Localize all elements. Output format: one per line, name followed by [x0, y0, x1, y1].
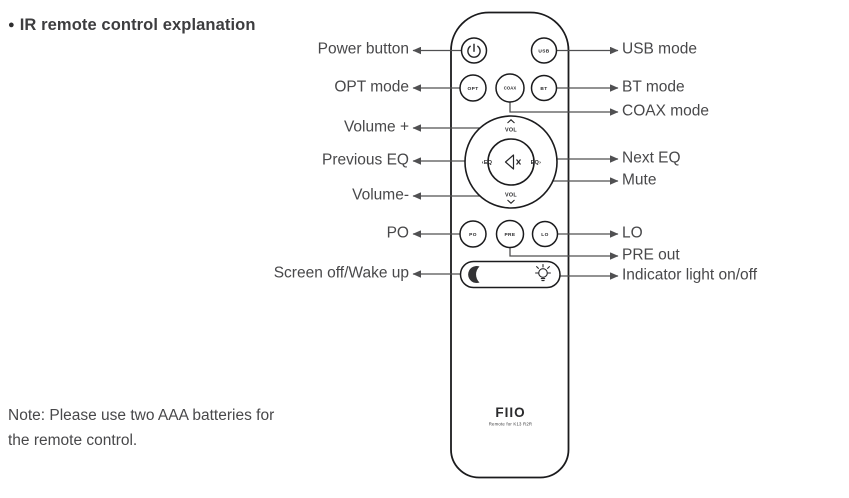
coax-button: [495, 73, 525, 103]
brand-logo: FIIO: [495, 405, 525, 420]
callout-volume-up: Volume +: [343, 118, 409, 136]
chevron-up-icon: [507, 119, 515, 124]
callout-screen-off-wake-up: Screen off/Wake up: [273, 264, 409, 282]
chevron-down-icon: [507, 199, 515, 204]
coax-button-label: COAX: [504, 86, 517, 91]
bullet-icon: ●: [8, 19, 15, 31]
bt-button-label: BT: [540, 86, 547, 92]
page-title: ● IR remote control explanation: [8, 16, 256, 35]
callout-po: PO: [386, 224, 409, 242]
connector-pre-out: [509, 247, 619, 260]
page-title-text: IR remote control explanation: [19, 16, 256, 34]
vol-down-label: VOL: [505, 193, 517, 199]
po-button-label: PO: [469, 232, 477, 238]
eq-prev-label: ‹EQ: [482, 160, 492, 166]
note-line-1: Note: Please use two AAA batteries for: [8, 407, 275, 424]
callout-volume-down: Volume-: [352, 186, 409, 204]
pre-button: [495, 219, 525, 249]
note-line-2: the remote control.: [8, 432, 138, 449]
callout-usb-mode: USB mode: [622, 40, 697, 58]
opt-button: [459, 74, 487, 102]
opt-button-label: OPT: [467, 86, 478, 92]
bt-button: [530, 74, 558, 102]
mute-speaker-icon: [504, 154, 521, 170]
connector-coax: [509, 102, 619, 116]
eq-next-label: EQ›: [531, 160, 541, 166]
screen-light-pill-button: [459, 260, 561, 289]
callout-opt-mode: OPT mode: [334, 78, 409, 96]
callout-pre-out: PRE out: [622, 246, 680, 264]
callout-power-button: Power button: [317, 40, 409, 58]
usb-button: [530, 37, 558, 64]
callout-mute: Mute: [622, 171, 657, 189]
brand-logo-subtext: Remote for K13 R2R: [489, 422, 532, 427]
lo-button-label: LO: [541, 232, 548, 238]
note: Note: Please use two AAA batteries for t…: [8, 403, 274, 453]
lo-button: [531, 220, 559, 248]
callout-previous-eq: Previous EQ: [321, 151, 409, 169]
po-button: [459, 220, 487, 248]
power-icon: [467, 43, 481, 58]
light-bulb-icon: [535, 264, 551, 282]
vol-up-label: VOL: [505, 128, 517, 134]
usb-button-label: USB: [538, 48, 549, 54]
mute-button: [487, 138, 535, 186]
callout-bt-mode: BT mode: [622, 78, 685, 96]
crescent-moon-icon: [468, 266, 480, 283]
callout-next-eq: Next EQ: [622, 149, 681, 167]
callout-indicator-light: Indicator light on/off: [622, 266, 757, 284]
pre-button-label: PRE: [504, 232, 515, 238]
callout-coax-mode: COAX mode: [622, 102, 710, 120]
callout-lo: LO: [622, 224, 643, 242]
